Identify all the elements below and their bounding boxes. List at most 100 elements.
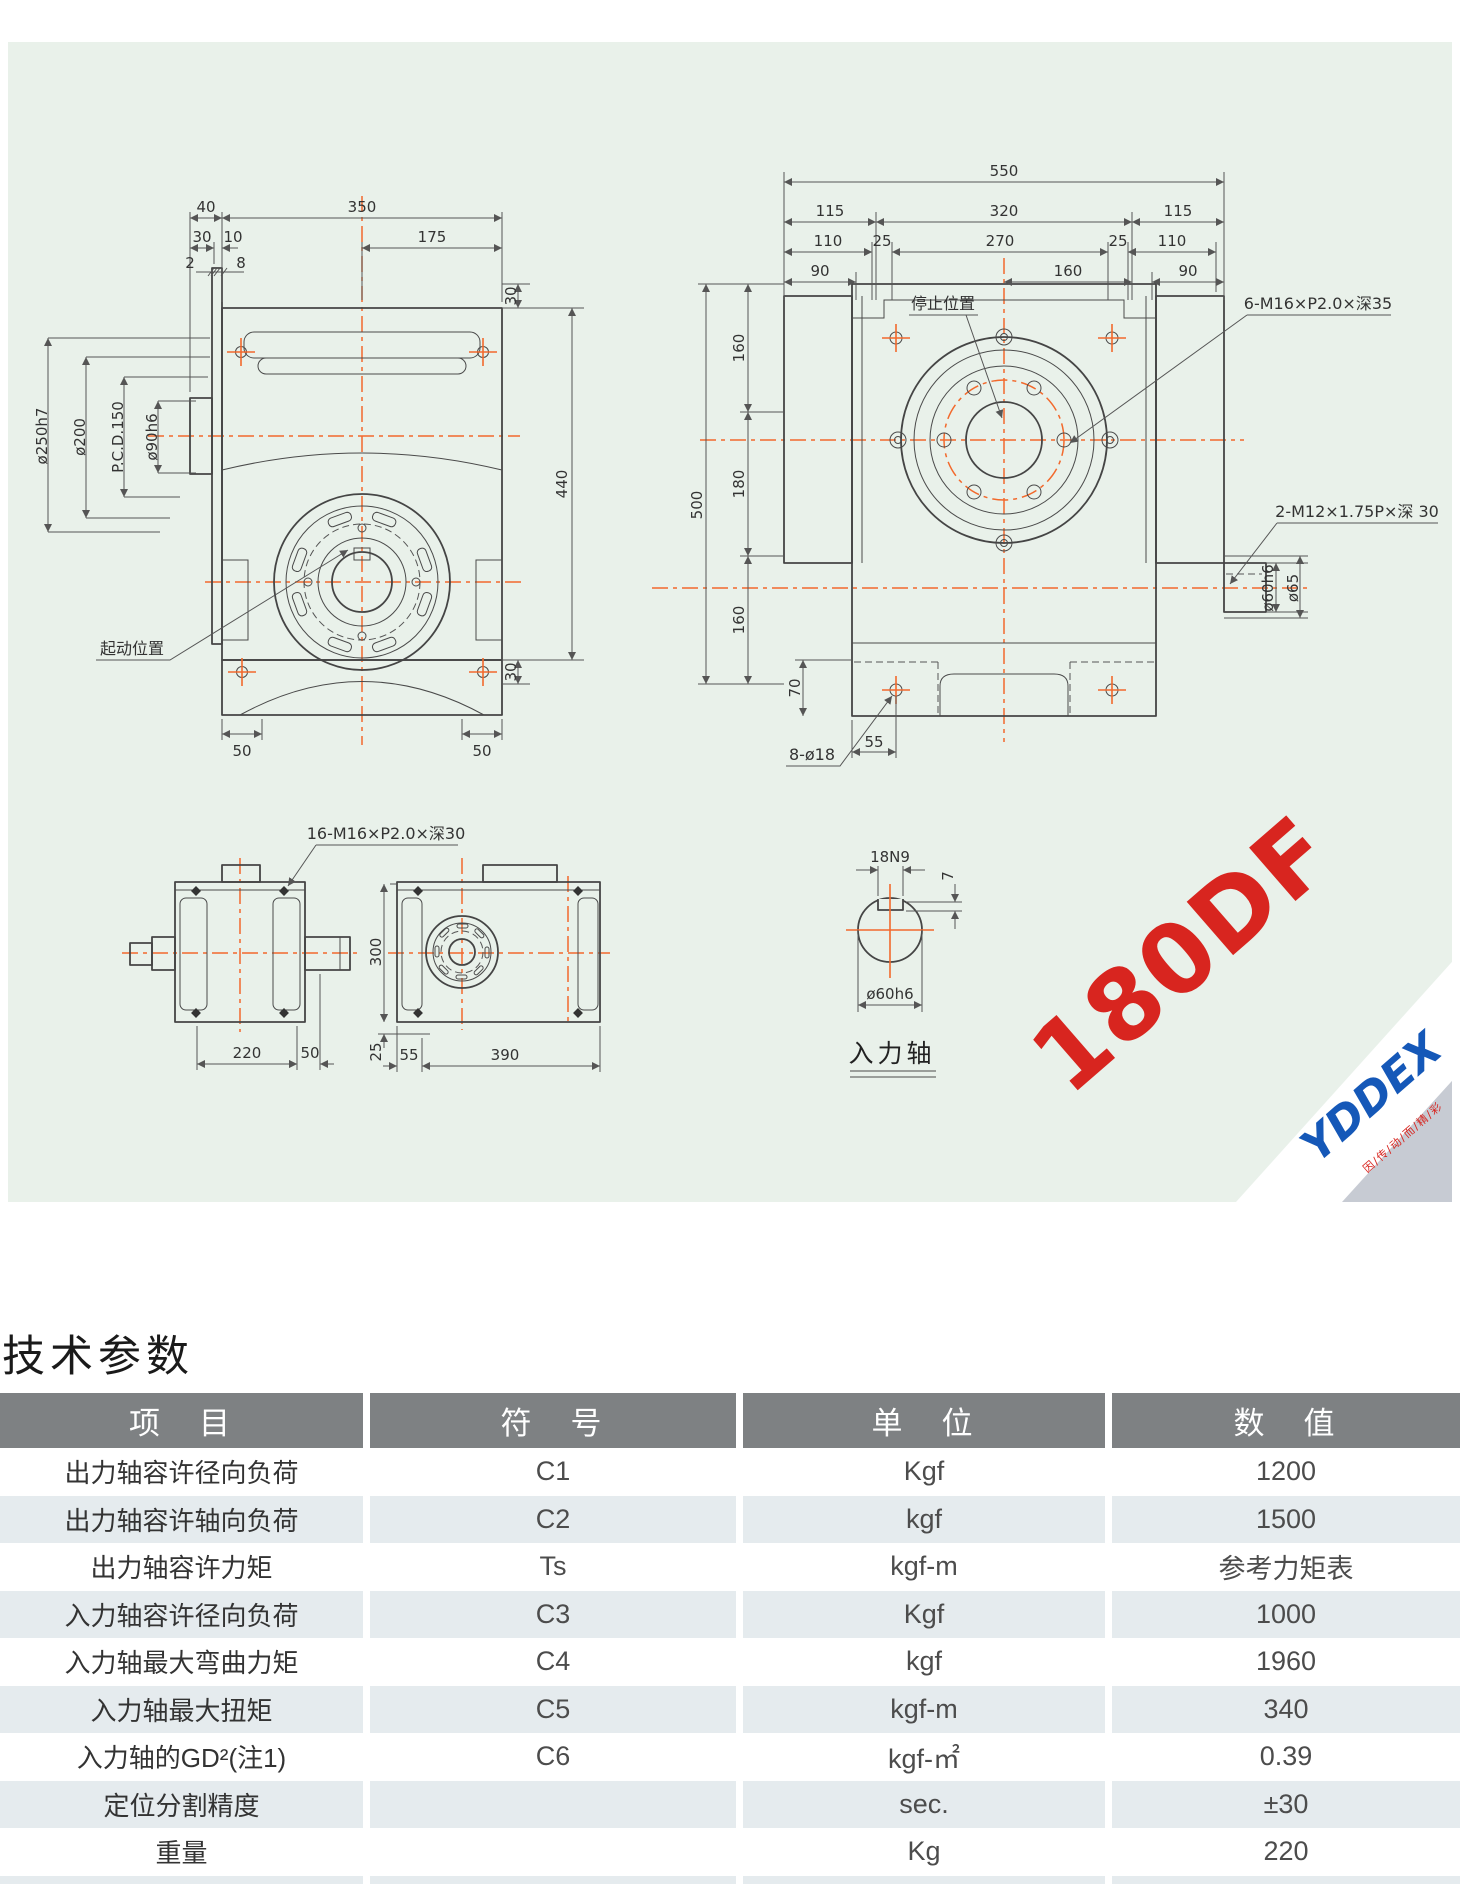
dim-50-right: 50 <box>472 742 491 760</box>
front-view: 40 350 30 10 175 2 8 ø250h7 ø200 P.C.D.1… <box>33 196 584 760</box>
header-unit: 单 位 <box>743 1393 1105 1448</box>
dim-dia200: ø200 <box>71 418 89 456</box>
corner-logo: 180DF YDDEX 因/传/动/而/精/彩 <box>1010 794 1452 1202</box>
ring-bolts <box>889 328 1119 552</box>
dim-115-right: 115 <box>1164 202 1193 220</box>
dim-320: 320 <box>990 202 1019 220</box>
dim-dia90h6: ø90h6 <box>143 413 161 460</box>
dim-7: 7 <box>939 871 957 881</box>
side-view-a: 16-M16×P2.0×深30 220 50 <box>122 824 465 1070</box>
header-value: 数 值 <box>1112 1393 1460 1448</box>
table-row: 重量 Kg 220 <box>0 1828 1460 1876</box>
plan-view: 550 115 320 115 110 25 270 25 110 90 160… <box>652 162 1439 767</box>
dim-10: 10 <box>223 228 242 246</box>
row-value: 220 <box>1112 1828 1460 1876</box>
m16x16-callout: 16-M16×P2.0×深30 <box>307 824 466 843</box>
m16-callout: 6-M16×P2.0×深35 <box>1244 294 1392 313</box>
dim-160-a: 160 <box>730 334 748 363</box>
holes-callout: 8-ø18 <box>789 745 835 764</box>
row-symbol: C6 <box>370 1733 736 1781</box>
table-row: 定位分割精度 sec. ±30 <box>0 1780 1460 1828</box>
header-item: 项 目 <box>0 1393 363 1448</box>
row-value: ±30 <box>1112 1780 1460 1828</box>
dim-350: 350 <box>348 198 377 216</box>
row-symbol: C5 <box>370 1685 736 1733</box>
dim-180: 180 <box>730 470 748 499</box>
dim-30: 30 <box>192 228 211 246</box>
row-unit: sec. <box>743 1780 1105 1828</box>
dim-390: 390 <box>491 1046 520 1064</box>
row-symbol <box>370 1828 736 1876</box>
row-unit: Kgf <box>743 1448 1105 1496</box>
dim-dia60h6-shaft: ø60h6 <box>866 985 913 1003</box>
dim-25-left: 25 <box>872 232 891 250</box>
model-watermark: 180DF <box>1010 794 1355 1115</box>
row-value: 0.39 <box>1112 1733 1460 1781</box>
cad-drawing: 40 350 30 10 175 2 8 ø250h7 ø200 P.C.D.1… <box>33 162 1452 1202</box>
dim-50: 50 <box>300 1044 319 1062</box>
row-item: 定位分割精度 <box>0 1780 363 1828</box>
row-item: 入力轴最大扭矩 <box>0 1685 363 1733</box>
row-value: 340 <box>1112 1685 1460 1733</box>
start-position-label: 起动位置 <box>100 639 164 658</box>
dim-500: 500 <box>688 491 706 520</box>
section-title: 技术参数 <box>2 1333 194 1381</box>
m12-callout: 2-M12×1.75P×深 30 <box>1275 502 1439 521</box>
table-row: 出力轴容许径向负荷 C1 Kgf 1200 <box>0 1448 1460 1496</box>
row-symbol <box>370 1780 736 1828</box>
dim-270: 270 <box>986 232 1015 250</box>
mounting-holes <box>227 338 497 686</box>
dim-160-b: 160 <box>730 606 748 635</box>
dim-110-right: 110 <box>1158 232 1187 250</box>
dim-40: 40 <box>196 198 215 216</box>
row-value: 1000 <box>1112 1590 1460 1638</box>
input-shaft-title: 入力轴 <box>848 1039 935 1068</box>
row-unit: kgf <box>743 1638 1105 1686</box>
row-item: 出力轴容许力矩 <box>0 1543 363 1591</box>
bolt-heads <box>413 886 583 1018</box>
dim-2: 2 <box>185 254 195 272</box>
dim-18n9: 18N9 <box>870 848 910 866</box>
row-unit: kgf <box>743 1495 1105 1543</box>
row-item: 重量 <box>0 1828 363 1876</box>
dim-550: 550 <box>990 162 1019 180</box>
dim-dia65: ø65 <box>1284 574 1302 602</box>
dim-50-left: 50 <box>232 742 251 760</box>
row-value: 1960 <box>1112 1638 1460 1686</box>
row-unit: kgf-㎡ <box>743 1733 1105 1781</box>
roller-slots-small <box>434 923 490 980</box>
row-unit: Kg <box>743 1828 1105 1876</box>
dim-115-left: 115 <box>816 202 845 220</box>
table-row: 出力轴容许轴向负荷 C2 kgf 1500 <box>0 1495 1460 1543</box>
header-symbol: 符 号 <box>370 1393 736 1448</box>
row-value: 1500 <box>1112 1495 1460 1543</box>
dim-70: 70 <box>786 678 804 697</box>
spec-table: 项 目 符 号 单 位 数 值 出力轴容许径向负荷 C1 Kgf 1200 出力… <box>0 1393 1460 1884</box>
row-symbol: Ts <box>370 1543 736 1591</box>
row-item: 出力轴容许轴向负荷 <box>0 1495 363 1543</box>
table-row: 入力轴最大扭矩 C5 kgf-m 340 <box>0 1685 1460 1733</box>
table-row: 入力轴的GD²(注1) C6 kgf-㎡ 0.39 <box>0 1733 1460 1781</box>
dim-30-top: 30 <box>502 286 520 305</box>
row-unit: Kgf <box>743 1590 1105 1638</box>
table-row: 出力轴容许力矩 Ts kgf-m 参考力矩表 <box>0 1543 1460 1591</box>
bolt-heads <box>191 886 289 1018</box>
row-symbol: C1 <box>370 1448 736 1496</box>
row-value: 1200 <box>1112 1448 1460 1496</box>
dim-220: 220 <box>233 1044 262 1062</box>
row-item: 入力轴容许径向负荷 <box>0 1590 363 1638</box>
row-unit: kgf-m <box>743 1543 1105 1591</box>
dim-30-bottom: 30 <box>502 662 520 681</box>
table-header-row: 项 目 符 号 单 位 数 值 <box>0 1393 1460 1448</box>
row-symbol: C2 <box>370 1495 736 1543</box>
row-symbol: C4 <box>370 1638 736 1686</box>
dim-pcd150: P.C.D.150 <box>109 401 127 473</box>
input-shaft-detail: 18N9 7 ø60h6 入力轴 <box>846 848 962 1078</box>
dim-8: 8 <box>236 254 246 272</box>
table-row: 入力轴容许径向负荷 C3 Kgf 1000 <box>0 1590 1460 1638</box>
roller-slots <box>291 511 433 653</box>
dim-25-right: 25 <box>1108 232 1127 250</box>
dim-dia60h6: ø60h6 <box>1259 564 1277 611</box>
row-symbol: C3 <box>370 1590 736 1638</box>
